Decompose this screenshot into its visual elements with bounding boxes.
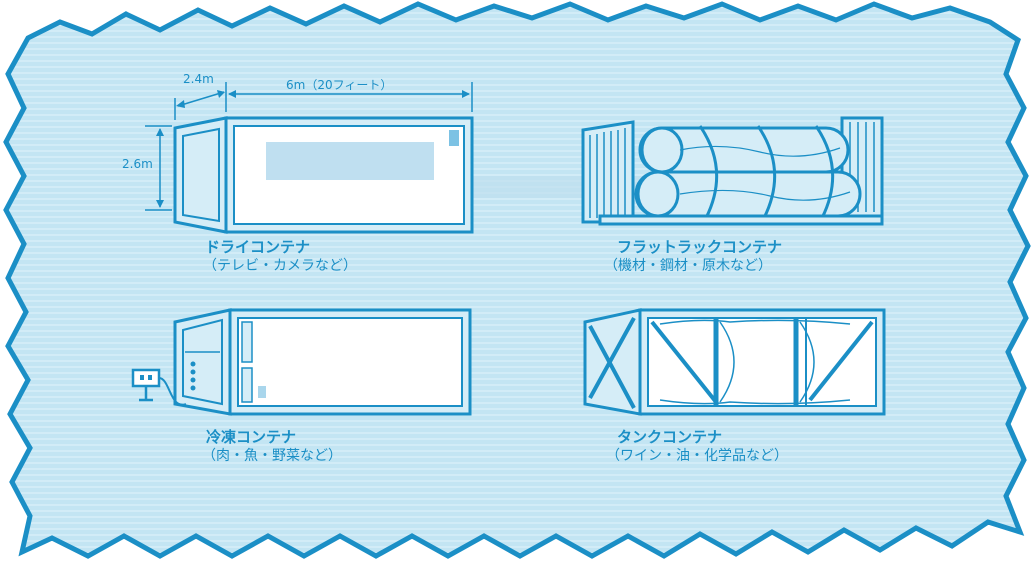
- paper-background: [3, 1, 1031, 559]
- dimension-lines: [145, 82, 473, 211]
- dry-container-name: ドライコンテナ: [205, 238, 311, 256]
- flat-rack-container-illustration: [581, 116, 884, 226]
- tank-container-name: タンクコンテナ: [617, 428, 723, 446]
- reefer-container-examples: （肉・魚・野菜など）: [202, 448, 342, 464]
- tank-container-examples: （ワイン・油・化学品など）: [606, 448, 788, 464]
- tank-container-illustration: [583, 308, 886, 416]
- dry-container-illustration: [173, 116, 474, 234]
- height-dimension-label: 2.6m: [122, 157, 153, 171]
- flat-rack-container-examples: （機材・鋼材・原木など）: [604, 258, 772, 274]
- dry-container-examples: （テレビ・カメラなど）: [203, 258, 357, 274]
- reefer-container-illustration: [131, 308, 472, 416]
- length-dimension-label: 6m（20フィート）: [286, 78, 393, 92]
- reefer-container-name: 冷凍コンテナ: [206, 428, 297, 446]
- flat-rack-container-name: フラットラックコンテナ: [617, 238, 783, 256]
- width-dimension-label: 2.4m: [183, 72, 214, 86]
